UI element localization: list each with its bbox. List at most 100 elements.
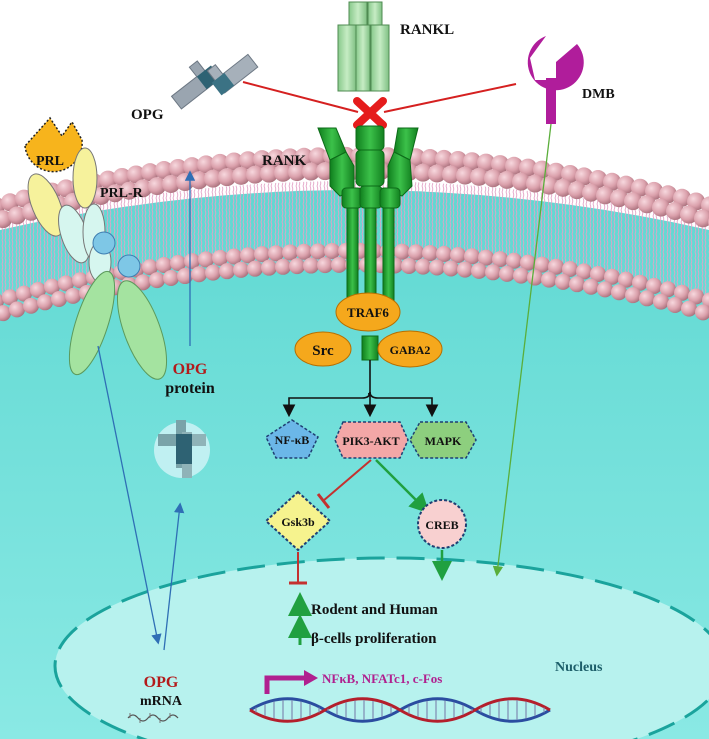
gsk3b-label: Gsk3b [281, 515, 315, 529]
lipid-head [604, 268, 620, 285]
lipid-head [120, 181, 138, 200]
lipid-head [282, 244, 298, 261]
lipid-head [527, 269, 543, 286]
prl-receptor [27, 147, 168, 380]
lipid-head [576, 263, 592, 280]
lipid-head [464, 248, 480, 265]
prl-r-to-mrna-arrow [97, 345, 162, 645]
lipid-head [65, 287, 81, 304]
dmb-block-line [383, 83, 517, 113]
lipid-head [51, 290, 67, 307]
lipid-head [155, 161, 173, 180]
lipid-head [429, 259, 445, 276]
lipid-head [547, 162, 565, 181]
lipid-head [246, 165, 264, 184]
lipid-head [92, 186, 110, 205]
lipid-head [156, 257, 172, 274]
lipid-head [443, 260, 459, 277]
prl-label: PRL [36, 154, 64, 169]
lipid-head [240, 247, 256, 264]
mrna-strand-icon [127, 713, 179, 723]
transcription-arrow-head [304, 670, 318, 686]
dna-helix-icon [249, 697, 551, 723]
lipid-head [491, 155, 509, 174]
nfkb-label: NF-κB [275, 433, 310, 447]
mapk-node: MAPK [409, 421, 477, 459]
lipid-head [471, 262, 487, 279]
transcription-arrow [264, 675, 306, 694]
lipid-head [575, 167, 593, 186]
lipid-head [554, 178, 572, 197]
lipid-head [596, 186, 614, 205]
lipid-head [702, 292, 709, 309]
lipid-head [72, 272, 88, 289]
opg-protein-word: protein [165, 380, 215, 397]
lipid-head [569, 276, 585, 293]
prl-ligand [24, 116, 83, 173]
lipid-head [457, 261, 473, 278]
lipid-head [512, 172, 530, 191]
lipid-head [478, 249, 494, 266]
lipid-head [16, 285, 32, 302]
nfkb-node: NF-κB [265, 419, 319, 459]
lipid-head [225, 152, 243, 171]
lipid-head [435, 149, 453, 168]
lipid-head [184, 253, 200, 270]
lipid-head [568, 181, 586, 200]
opg-mrna-word: mRNA [140, 694, 183, 709]
lipid-head [631, 178, 649, 197]
opg-top-label: OPG [131, 107, 164, 123]
lipid-head [295, 147, 313, 166]
lipid-head [197, 155, 215, 174]
lipid-head [162, 174, 180, 193]
lipid-head [498, 170, 516, 189]
gaba2-node: GABA2 [377, 330, 443, 368]
lipid-head [260, 164, 278, 183]
pik3-akt-node: PIK3-AKT [334, 421, 409, 459]
lipid-head [141, 163, 159, 182]
lipid-head [135, 274, 151, 291]
lipid-head [415, 258, 431, 275]
lipid-head [2, 289, 18, 306]
lipid-head [638, 195, 656, 214]
lipid-head [30, 282, 46, 299]
lipid-head [204, 169, 222, 188]
lipid-head [267, 149, 285, 168]
dmb-to-nucleus-arrow [492, 123, 552, 577]
creb-node: CREB [417, 499, 467, 549]
lipid-head [506, 252, 522, 269]
lipid-head [211, 153, 229, 172]
lipid-head [310, 243, 326, 260]
lipid-head [191, 266, 207, 283]
lipid-head [99, 170, 117, 189]
lipid-head [274, 163, 292, 182]
lipid-head [499, 265, 515, 282]
lipid-head [611, 284, 627, 301]
arrow-to-mapk [369, 391, 439, 418]
lipid-head [302, 162, 320, 181]
dmb-label: DMB [582, 87, 615, 102]
lipid-head [520, 254, 536, 271]
traf6-label: TRAF6 [347, 305, 389, 320]
pik3-inhibits-gsk3b [322, 459, 372, 502]
lipid-head [674, 284, 690, 301]
lipid-head [597, 281, 613, 298]
lipid-head [106, 184, 124, 203]
src-node: Src [294, 331, 352, 367]
lipid-head [673, 188, 691, 207]
lipid-head [44, 278, 60, 295]
mrna-to-protein-arrow [163, 502, 185, 651]
lipid-head [9, 301, 25, 318]
lipid-head [149, 272, 165, 289]
lipid-head [582, 183, 600, 202]
rank-label: RANK [262, 153, 306, 169]
lipid-head [695, 304, 709, 321]
lipid-head [261, 259, 277, 276]
lipid-head [163, 269, 179, 286]
lipid-head [653, 293, 669, 310]
pik3-akt-label: PIK3-AKT [342, 434, 399, 448]
lipid-head [281, 148, 299, 167]
lipid-head [309, 147, 327, 166]
lipid-head [127, 165, 145, 184]
lipid-head [324, 242, 340, 259]
